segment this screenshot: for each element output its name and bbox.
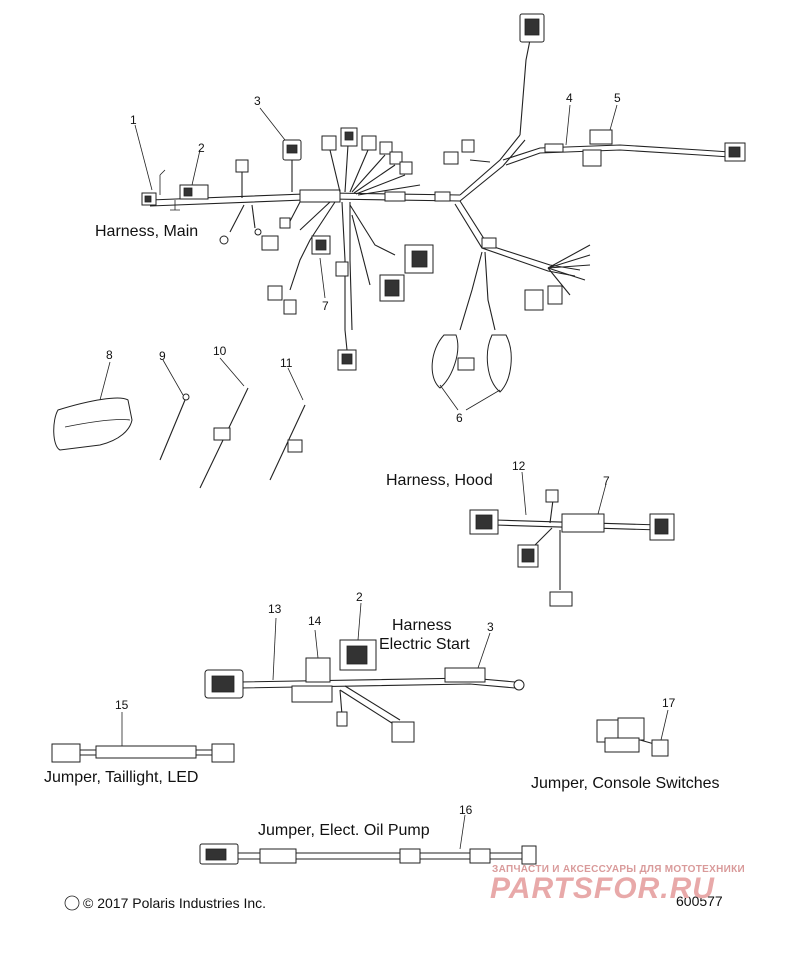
callout-17: 17: [662, 696, 676, 710]
electric-start-harness-drawing: [204, 602, 525, 743]
harness-electric-start-label-line2: Electric Start: [379, 636, 470, 653]
callout-10: 10: [213, 344, 227, 358]
callout-3-electric-start: 3: [487, 620, 494, 634]
callout-4: 4: [566, 91, 573, 105]
taillight-jumper-drawing: [51, 712, 235, 763]
watermark-tagline: ЗАПЧАСТИ И АКСЕССУАРЫ ДЛЯ МОТОТЕХНИКИ: [492, 864, 745, 875]
callout-15: 15: [115, 698, 129, 712]
callout-1: 1: [130, 113, 137, 127]
callout-12: 12: [512, 459, 526, 473]
callout-8: 8: [106, 348, 113, 362]
callout-2: 2: [198, 141, 205, 155]
oil-pump-jumper-drawing: [199, 814, 537, 865]
callout-2-electric-start: 2: [356, 590, 363, 604]
watermark-brand: PARTSFOR.RU: [490, 872, 715, 905]
main-callout-leaders: [134, 104, 618, 411]
jumper-console-label: Jumper, Console Switches: [531, 775, 720, 792]
callout-14: 14: [308, 614, 322, 628]
callout-3: 3: [254, 94, 261, 108]
callout-9: 9: [159, 349, 166, 363]
jumper-oil-pump-label: Jumper, Elect. Oil Pump: [258, 822, 430, 839]
harness-hood-label: Harness, Hood: [386, 472, 493, 489]
main-harness-drawing: [141, 13, 746, 393]
copyright-text: © 2017 Polaris Industries Inc.: [83, 895, 267, 911]
callout-7: 7: [322, 299, 329, 313]
accessories-drawing: [53, 357, 306, 489]
callout-13: 13: [268, 602, 282, 616]
hood-harness-drawing: [469, 471, 675, 607]
callout-16: 16: [459, 803, 473, 817]
harness-electric-start-label-line1: Harness: [392, 617, 452, 634]
callout-5: 5: [614, 91, 621, 105]
harness-main-label: Harness, Main: [95, 223, 199, 240]
figure-number: 600577: [676, 893, 723, 909]
jumper-taillight-label: Jumper, Taillight, LED: [44, 769, 199, 786]
callout-6: 6: [456, 411, 463, 425]
callout-7-hood: 7: [603, 474, 610, 488]
callout-11: 11: [280, 356, 293, 370]
console-jumper-drawing: [596, 709, 669, 757]
